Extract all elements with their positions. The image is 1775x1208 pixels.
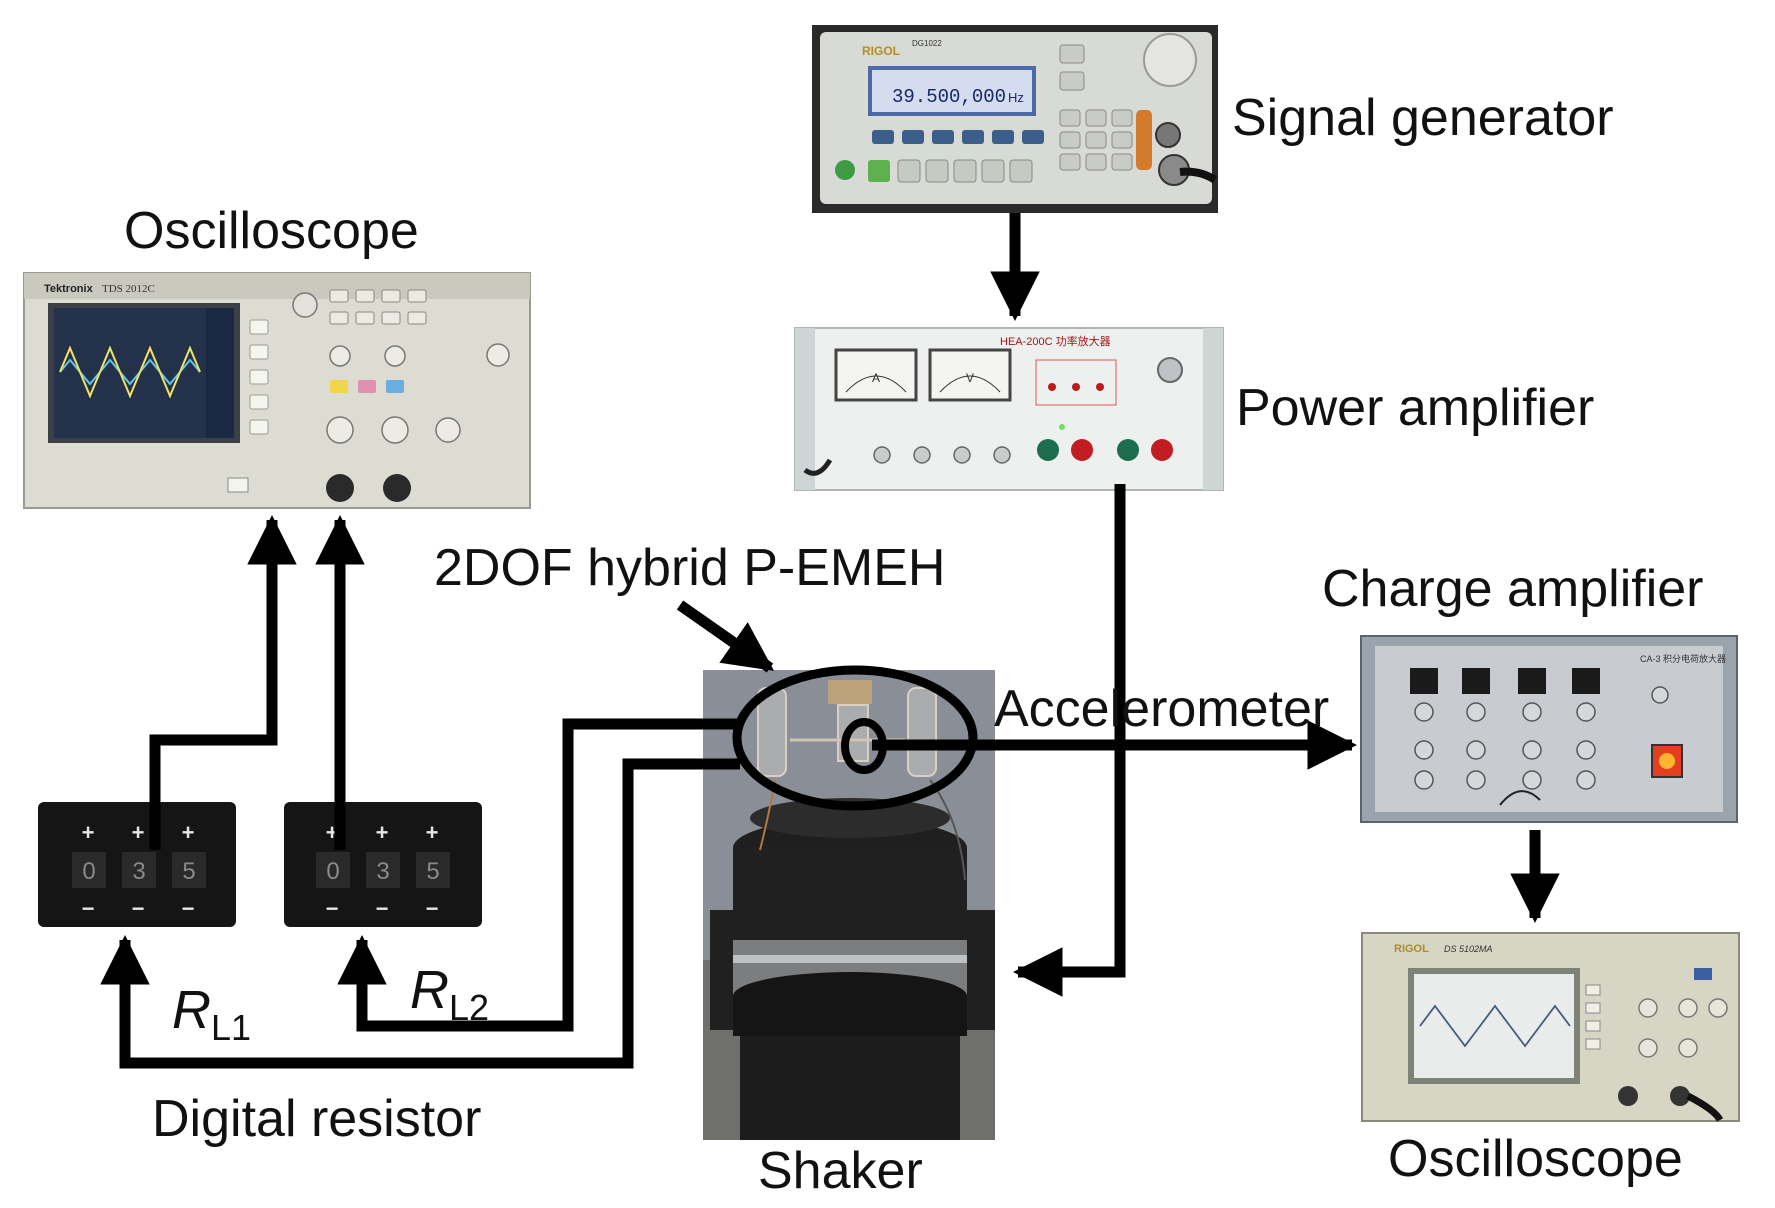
charge-amplifier-device: CA-3 积分电荷放大器: [1360, 635, 1738, 823]
sig-gen-brand: RIGOL: [862, 44, 900, 58]
resistor-1-column-2: + 3 −: [122, 820, 156, 921]
sig-gen-display: 39.500,000: [892, 86, 1006, 108]
osc-right-brand: RIGOL: [1394, 943, 1429, 955]
label-power-amplifier: Power amplifier: [1236, 379, 1595, 437]
arrow-resistor1-to-oscilloscope: [149, 515, 297, 850]
svg-text:−: −: [132, 896, 145, 921]
wire-harvester-to-resistor2: [337, 718, 740, 1032]
label-rl1: RL1: [172, 980, 252, 1048]
resistor-2-digit-1: 0: [326, 858, 339, 885]
sig-gen-model: DG1022: [912, 39, 942, 48]
resistor-1-digit-2: 3: [132, 858, 145, 885]
digital-resistor-2: + 0 − + 3 − + 5 −: [284, 802, 482, 927]
resistor-2-digit-3: 5: [426, 858, 439, 885]
accelerometer-highlight-ellipse: [841, 718, 887, 774]
label-charge-amplifier: Charge amplifier: [1322, 560, 1704, 618]
resistor-2-digit-2: 3: [376, 858, 389, 885]
label-shaker: Shaker: [758, 1142, 923, 1200]
resistor-2-minus: −: [326, 896, 339, 921]
charge-amp-model: CA-3 积分电荷放大器: [1640, 653, 1726, 664]
label-oscilloscope-left: Oscilloscope: [124, 202, 419, 260]
svg-text:+: +: [132, 820, 145, 845]
svg-text:+: +: [426, 820, 439, 845]
arrow-poweramp-to-shaker: [1013, 484, 1126, 997]
meter-a-label: A: [872, 371, 880, 385]
digital-resistor-1: + 0 − + 3 − + 5 −: [38, 802, 236, 927]
label-oscilloscope-right: Oscilloscope: [1388, 1130, 1683, 1188]
label-accelerometer: Accelerometer: [994, 680, 1330, 738]
osc-left-brand: Tektronix: [44, 283, 94, 295]
wire-harvester-to-resistor1: [100, 758, 740, 1069]
oscilloscope-right-device: RIGOL DS 5102MA: [1361, 932, 1740, 1122]
label-harvester: 2DOF hybrid P-EMEH: [434, 539, 946, 597]
oscilloscope-left-device: Tektronix TDS 2012C: [23, 272, 531, 509]
osc-right-model: DS 5102MA: [1444, 944, 1493, 954]
arrow-label-to-harvester: [676, 600, 775, 673]
resistor-1-column-3: + 5 −: [172, 820, 206, 921]
svg-text:−: −: [182, 896, 195, 921]
meter-v-label: V: [966, 371, 974, 385]
resistor-2-column-3: + 5 −: [416, 820, 450, 921]
svg-text:−: −: [376, 896, 389, 921]
osc-left-model: TDS 2012C: [102, 283, 155, 295]
resistor-1-minus: −: [82, 896, 95, 921]
svg-text:−: −: [426, 896, 439, 921]
power-amplifier-device: HEA-200C 功率放大器 A V: [794, 327, 1224, 491]
signal-generator-device: RIGOL DG1022 39.500,000 Hz: [812, 25, 1218, 213]
sig-gen-unit: Hz: [1008, 90, 1024, 105]
svg-text:+: +: [182, 820, 195, 845]
label-signal-generator: Signal generator: [1232, 89, 1614, 147]
resistor-1-plus: +: [82, 820, 95, 845]
harvester-highlight-ellipse: [732, 665, 978, 811]
label-digital-resistor: Digital resistor: [152, 1090, 482, 1148]
resistor-1-digit-3: 5: [182, 858, 195, 885]
label-rl2: RL2: [410, 960, 490, 1028]
power-amp-model: HEA-200C 功率放大器: [1000, 334, 1111, 348]
resistor-2-column-2: + 3 −: [366, 820, 400, 921]
resistor-1-digit-1: 0: [82, 858, 95, 885]
svg-text:+: +: [376, 820, 389, 845]
resistor-1-column-1: + 0 −: [72, 820, 106, 921]
